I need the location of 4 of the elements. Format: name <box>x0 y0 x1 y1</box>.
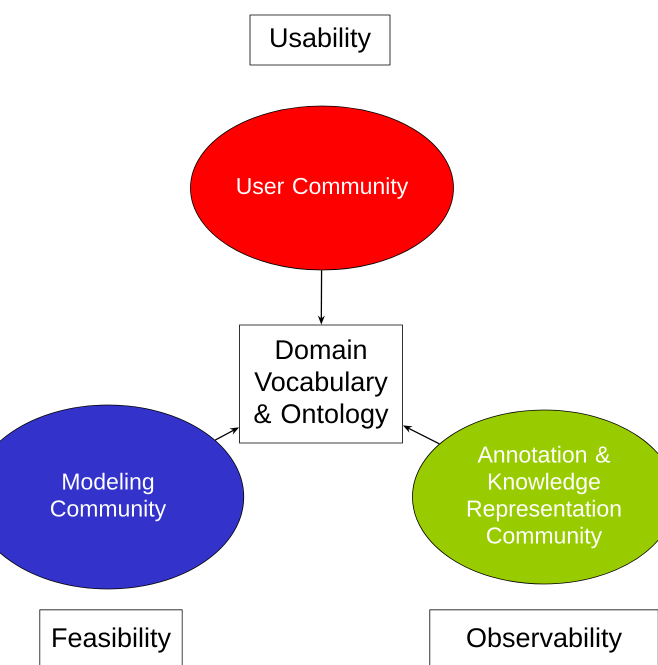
label-box: Usability <box>250 14 390 66</box>
label-box: Observability <box>429 609 658 665</box>
concept-box: Domain Vocabulary & Ontology <box>239 324 403 444</box>
label-box: Feasibility <box>39 609 183 665</box>
